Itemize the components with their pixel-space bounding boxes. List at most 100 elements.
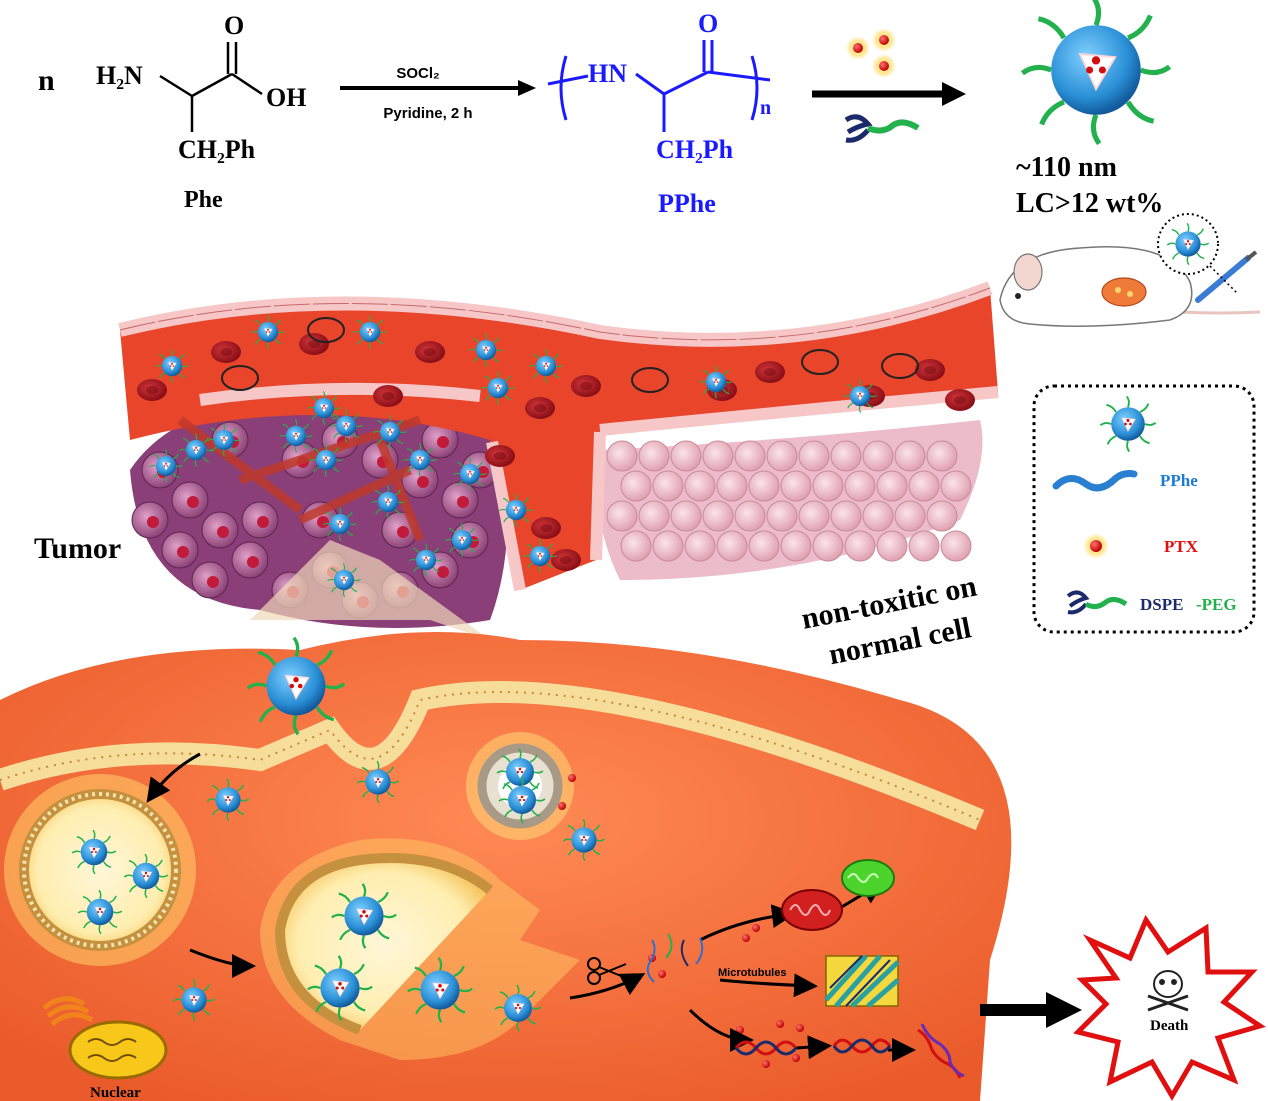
phe-skeleton-bonds xyxy=(159,42,263,132)
normal-cell-blob xyxy=(652,470,684,502)
tumor-cell-nucleus xyxy=(437,436,449,448)
nanoparticle xyxy=(356,760,400,804)
hydroxyl-label: OH xyxy=(266,83,306,112)
endocytosing-nanoparticle xyxy=(246,636,346,736)
normal-cell-blob xyxy=(844,470,876,502)
deformed-rbc-outline xyxy=(631,367,669,393)
normal-cell-blob xyxy=(652,530,684,562)
normal-cell-blob xyxy=(862,500,894,532)
normal-cell-blob xyxy=(606,500,638,532)
cleaved-polymer-fragments xyxy=(646,933,704,983)
normal-cell-blob xyxy=(702,440,734,472)
nanoparticle xyxy=(352,314,388,350)
reaction-arrow-head xyxy=(518,80,536,96)
nanoparticle xyxy=(154,348,190,384)
legend-ptx-icon xyxy=(1090,540,1102,552)
normal-cell-blob xyxy=(748,530,780,562)
red-blood-cell-body xyxy=(373,385,403,407)
red-blood-cells xyxy=(137,317,975,571)
legend-nanoparticle-icon xyxy=(1099,395,1157,453)
nanoparticle xyxy=(480,370,516,406)
nanoparticle xyxy=(71,829,117,875)
tumor-cell-nucleus xyxy=(457,496,469,508)
normal-cell-blob xyxy=(940,530,972,562)
nanoparticle xyxy=(306,954,374,1022)
deformed-rbc-outline xyxy=(307,317,345,343)
red-blood-cell-body xyxy=(137,379,167,401)
polymer-name: PPhe xyxy=(658,189,716,218)
normal-cell-blob xyxy=(638,500,670,532)
normal-cell-blob xyxy=(620,530,652,562)
nanoparticle xyxy=(308,442,344,478)
normal-cell-blob xyxy=(620,470,652,502)
red-blood-cell-body xyxy=(915,359,945,381)
nanoparticle xyxy=(322,506,358,542)
normal-cell-blob xyxy=(684,470,716,502)
tumor-cell-nucleus xyxy=(217,526,229,538)
normal-cell-blob xyxy=(812,470,844,502)
nanoparticle xyxy=(408,542,444,578)
normal-cell-blob xyxy=(670,500,702,532)
normal-cell-blob xyxy=(830,500,862,532)
nanoparticle xyxy=(406,956,474,1024)
normal-cell-blob xyxy=(894,440,926,472)
skull-icon xyxy=(1147,970,1189,1012)
death-starburst xyxy=(1073,914,1266,1101)
normal-cell-blob xyxy=(766,440,798,472)
normal-cell-blob xyxy=(734,500,766,532)
tumor-cell-nucleus xyxy=(417,476,429,488)
red-blood-cell xyxy=(551,549,581,571)
normal-cell-blob xyxy=(734,440,766,472)
deformed-rbc-outline xyxy=(801,349,839,375)
nanoparticle xyxy=(842,378,878,414)
nanoparticle xyxy=(528,348,564,384)
normal-cell-blob xyxy=(780,470,812,502)
normal-cell-blob xyxy=(638,440,670,472)
normal-cell-blob xyxy=(670,440,702,472)
nanoparticle xyxy=(148,448,184,484)
legend-ptx-label: PTX xyxy=(1164,537,1199,556)
nanoparticle xyxy=(698,364,734,400)
red-blood-cell xyxy=(373,385,403,407)
ptx-molecule xyxy=(796,1024,804,1032)
nanoparticle xyxy=(372,414,408,450)
nanoparticle xyxy=(306,390,342,426)
nucleus-icon xyxy=(68,1020,168,1080)
normal-cell-blob xyxy=(830,440,862,472)
nanoparticle xyxy=(178,432,214,468)
normal-cell-blob xyxy=(798,440,830,472)
particle-size-label: ~110 nm xyxy=(1016,152,1117,183)
nanoparticle xyxy=(330,882,398,950)
normal-cell-blob xyxy=(748,470,780,502)
normal-cell-label: non-toxitic on normal cell xyxy=(799,569,980,671)
syringe-zoom-inset xyxy=(1157,213,1239,295)
monomer-name: Phe xyxy=(184,187,223,213)
nanoparticle xyxy=(452,456,488,492)
normal-cell-blob xyxy=(940,470,972,502)
normal-cell-blob xyxy=(780,530,812,562)
normal-cell-blob xyxy=(926,440,958,472)
tumor-cell-nucleus xyxy=(207,576,219,588)
red-blood-cell-body xyxy=(755,361,785,383)
tumor-cell-nucleus xyxy=(187,496,199,508)
nanoparticle xyxy=(498,492,534,528)
red-blood-cell xyxy=(945,389,975,411)
red-blood-cell-body xyxy=(945,389,975,411)
death-label: Death xyxy=(1150,1018,1189,1034)
ptx-molecule xyxy=(792,1054,800,1062)
pphe-skeleton-bonds xyxy=(547,40,771,132)
normal-cell-blob xyxy=(716,470,748,502)
legend-box: PPhe PTX DSPE -PEG xyxy=(1032,384,1256,634)
normal-cell-blob xyxy=(862,440,894,472)
tumor-zoom-wedge xyxy=(250,540,490,640)
dna-strands-icon xyxy=(734,1023,965,1079)
loading-capacity-label: LC>12 wt% xyxy=(1016,188,1163,219)
nanoparticle xyxy=(250,314,286,350)
normal-cell-blob xyxy=(876,530,908,562)
nanoparticle xyxy=(172,978,216,1022)
normal-cell-blob xyxy=(766,500,798,532)
nanoparticle xyxy=(402,442,438,478)
legend-pphe-icon xyxy=(1052,470,1138,492)
nanoparticle xyxy=(498,776,546,824)
